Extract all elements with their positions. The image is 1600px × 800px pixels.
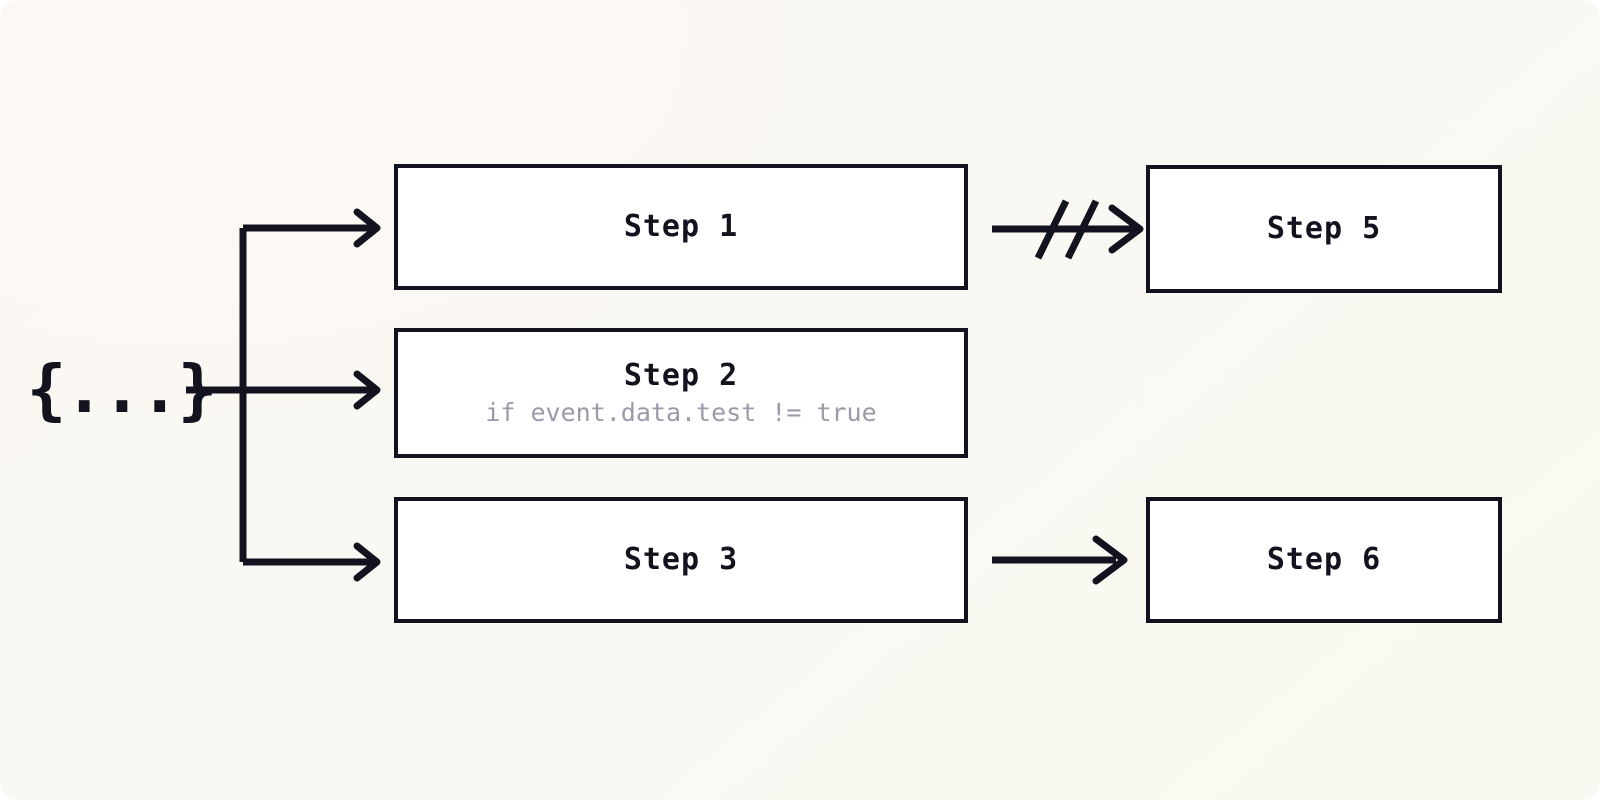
arrowhead-step-2 xyxy=(353,370,381,410)
trigger-payload-glyph: {...} xyxy=(26,351,218,428)
step-node-step-3[interactable]: Step 3 xyxy=(394,497,968,623)
step-node-step-5[interactable]: Step 5 xyxy=(1146,165,1502,293)
arrowhead-step-1 xyxy=(353,208,381,248)
step-title: Step 2 xyxy=(623,357,739,393)
arrowhead-step-3 xyxy=(353,542,381,582)
arrowhead-step-5 xyxy=(1108,204,1144,254)
break-slash-2-icon xyxy=(1064,199,1100,260)
step-node-step-2[interactable]: Step 2 if event.data.test != true xyxy=(394,328,968,458)
break-slash-1-icon xyxy=(1034,199,1070,260)
arrowhead-step-6 xyxy=(1092,535,1128,585)
step-title: Step 5 xyxy=(1266,210,1382,246)
step-node-step-6[interactable]: Step 6 xyxy=(1146,497,1502,623)
step-node-step-1[interactable]: Step 1 xyxy=(394,164,968,290)
step-condition: if event.data.test != true xyxy=(485,398,877,428)
step-title: Step 3 xyxy=(623,541,739,577)
step-title: Step 6 xyxy=(1266,541,1382,577)
step-title: Step 1 xyxy=(623,208,739,244)
